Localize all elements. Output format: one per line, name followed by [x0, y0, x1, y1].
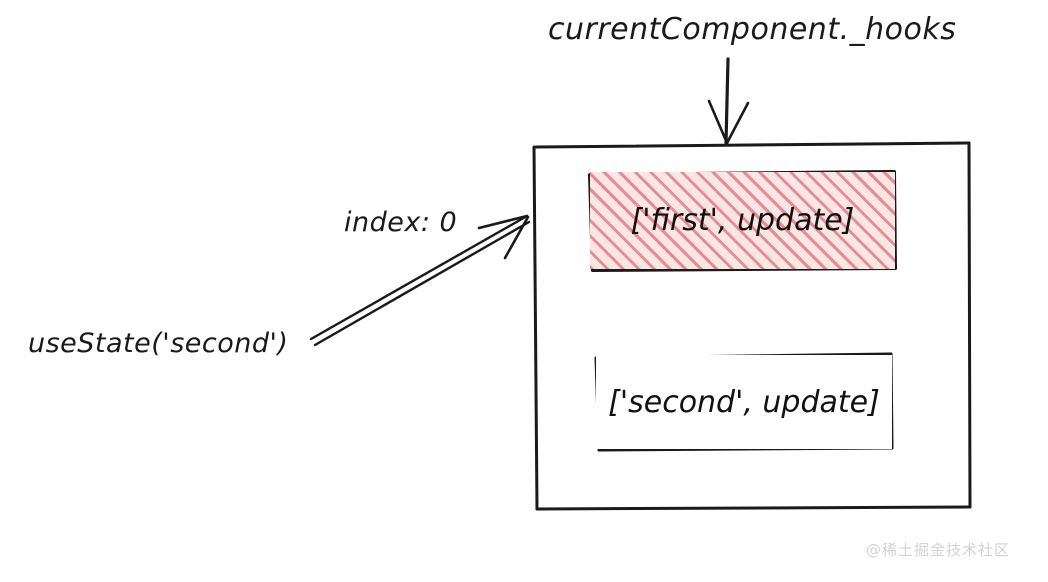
usestate-call-label: useState('second') — [28, 328, 289, 359]
watermark: @稀土掘金技术社区 — [866, 541, 1011, 559]
hooks-property-label: currentComponent._hooks — [548, 12, 957, 47]
hook-slot-1-background — [596, 355, 892, 449]
index-annotation-label: index: 0 — [344, 207, 458, 238]
hook-slot-0-label: ['first', update] — [630, 203, 855, 238]
hook-slot-0[interactable]: ['first', update] — [590, 172, 895, 269]
hook-slot-1-label: ['second', update] — [608, 384, 880, 420]
hook-slot-1[interactable]: ['second', update] — [596, 355, 892, 449]
hook-slot-0-highlight — [590, 172, 895, 269]
hooks-pointer-arrow — [707, 57, 750, 145]
